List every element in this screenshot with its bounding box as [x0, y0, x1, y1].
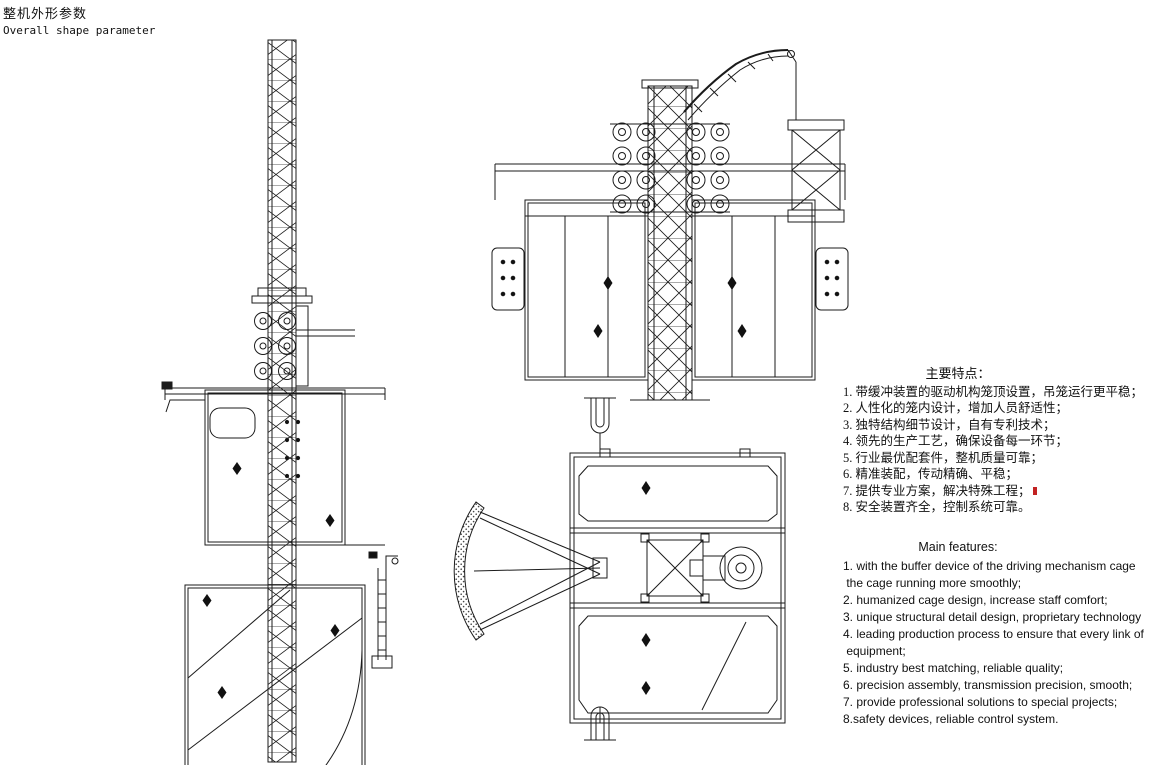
top-cage-plan [578, 448, 778, 522]
roller-guide-stack [610, 122, 730, 214]
left-cage [524, 199, 649, 381]
feature-en-item: 1. with the buffer device of the driving… [843, 559, 1136, 573]
bottom-cage-plan [578, 615, 778, 714]
features-chinese-list: 1. 带缓冲装置的驱动机构笼顶设置，吊笼运行更平稳； 2. 人性化的笼内设计，增… [843, 384, 1150, 516]
feature-en-item: 4. leading production process to ensure … [843, 627, 1144, 641]
feature-cn-item: 1. 带缓冲装置的驱动机构笼顶设置，吊笼运行更平稳； [843, 384, 1144, 399]
feature-cn-item: 7. 提供专业方案，解决特殊工程； [843, 483, 1150, 500]
left-control-cabinet [491, 247, 525, 311]
feature-en-item: 3. unique structural detail design, prop… [843, 610, 1142, 624]
feature-en-item: 5. industry best matching, reliable qual… [843, 661, 1064, 675]
right-control-cabinet [815, 247, 849, 311]
side-elevation-svg [491, 49, 849, 401]
feature-cn-item: 2. 人性化的笼内设计，增加人员舒适性； [843, 401, 1069, 415]
plan-view-svg [453, 397, 786, 741]
mast-cross-section [640, 533, 710, 603]
drive-motor-assembly [689, 546, 763, 590]
front-elevation-drawing [150, 38, 410, 765]
feature-cn-item: 5. 行业最优配套件，整机质量可靠； [843, 450, 1044, 465]
feature-cn-item: 3. 独特结构细节设计，自有专利技术； [843, 417, 1056, 432]
feature-cn-item: 8. 安全装置齐全，控制系统可靠。 [843, 500, 1031, 514]
title-block: 整机外形参数 Overall shape parameter [3, 3, 155, 37]
side-ladder-bracket [368, 551, 399, 669]
front-elevation-svg [161, 39, 399, 765]
feature-cn-item: 4. 领先的生产工艺，确保设备每一环节； [843, 434, 1069, 448]
lower-cage [184, 584, 366, 765]
suspended-platform [787, 119, 845, 223]
feature-en-item: 2. humanized cage design, increase staff… [843, 593, 1108, 607]
plan-body-outline [569, 452, 786, 724]
features-english-title: Main features: [918, 540, 998, 554]
right-cage [691, 199, 816, 381]
feature-en-item: 6. precision assembly, transmission prec… [843, 678, 1133, 692]
feature-en-item: 8.safety devices, reliable control syste… [843, 712, 1059, 726]
features-chinese-title: 主要特点： [925, 366, 991, 381]
drive-mechanism [251, 287, 355, 387]
feature-en-item: equipment; [843, 644, 906, 658]
side-elevation-drawing [470, 40, 870, 410]
page-title-chinese: 整机外形参数 [3, 6, 88, 21]
page-title-english: Overall shape parameter [3, 24, 156, 37]
feature-cn-item: 6. 精准装配，传动精确、平稳； [843, 467, 1019, 481]
plan-view-drawing [450, 388, 800, 753]
wall-tie-fan [453, 501, 608, 641]
top-buffer-hook [584, 397, 616, 453]
feature-en-item: 7. provide professional solutions to spe… [843, 695, 1118, 709]
mast-lattice [267, 39, 297, 763]
jib-crane [683, 49, 797, 121]
feature-en-item: the cage running more smoothly; [843, 576, 1022, 590]
upper-cage [161, 381, 386, 546]
mast-lattice [630, 79, 710, 401]
features-english-list: 1. with the buffer device of the driving… [843, 558, 1150, 728]
features-english-block: Main features: 1. with the buffer device… [843, 539, 1150, 728]
features-chinese-block: 主要特点： 1. 带缓冲装置的驱动机构笼顶设置，吊笼运行更平稳； 2. 人性化的… [843, 366, 1150, 516]
top-rails [494, 163, 846, 200]
